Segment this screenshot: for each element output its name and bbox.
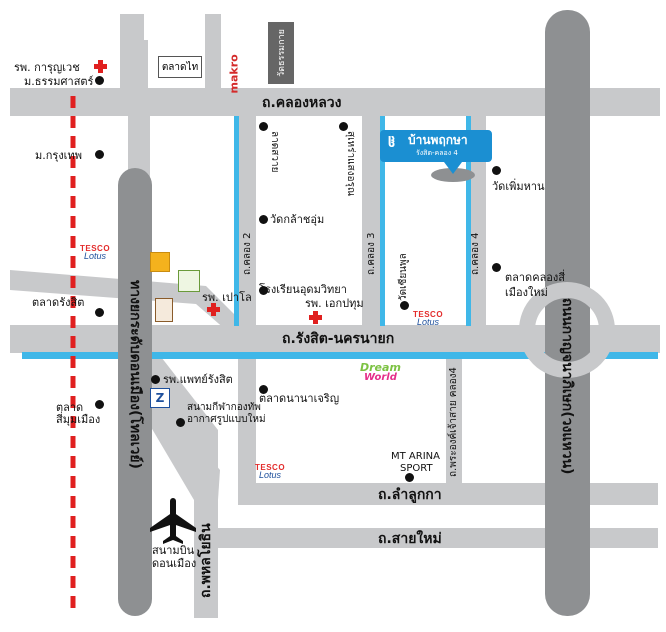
udom-school-label: โรงเรียนอุดมวิทยา: [259, 283, 347, 296]
talad-simummuang-dot: [95, 400, 104, 409]
thammasat-dot: [95, 76, 104, 85]
makro-logo: makro: [227, 54, 241, 94]
udom-school-dot: [259, 286, 268, 295]
talad-simummuang-label-line1: ตลาด: [56, 401, 84, 414]
project-pin-shadow: [431, 168, 475, 182]
lat-sawai-label: ลาดสวาย: [269, 131, 280, 173]
road-label-lam-luk-ka: ถ.ลำลูกกา: [378, 487, 442, 503]
road-label-phahonyothin: ถ.พหลโยธิน: [198, 523, 214, 598]
talad-nanacharoen-dot: [259, 385, 268, 394]
wat-sietmai-label: วัดเซียนพูล: [398, 253, 409, 301]
logo-square-z: Z: [150, 388, 170, 408]
road-label-sai-mai: ถ.สายใหม่: [378, 531, 442, 547]
mt-arina-label-line1: MT ARINA: [391, 451, 440, 462]
rph-paet-rangsit-label: รพ.แพทย์รังสิต: [163, 373, 233, 386]
wat-thammakai-label: วัดธรรมกาย: [268, 22, 294, 84]
road-top-vertical: [120, 14, 144, 94]
sakon-label: สุเหร่าแสงอรุณ: [345, 131, 356, 197]
hospital-karunvej-icon: [94, 60, 107, 73]
project-callout[interactable]: ჱ บ้านพฤกษา รังสิต-คลอง 4: [380, 130, 492, 162]
wat-phoemhan-dot: [492, 166, 501, 175]
wat-klasokum-label: วัดกล้าชอุ่ม: [270, 213, 325, 226]
road-label-vibhavadi: ทางยกระดับดอนเมือง(โทลเวย์): [127, 280, 143, 469]
talad-simummuang-label-line2: สี่มุมเมือง: [56, 413, 101, 426]
hospital-ekkachai-icon: [309, 311, 322, 324]
road-lam-luk-ka: [238, 483, 658, 505]
project-subtitle: รังสิต-คลอง 4: [416, 149, 458, 157]
dream-world-logo: Dream World: [360, 362, 401, 383]
road-label-rangsit-nakhon-nayok: ถ.รังสิต-นครนายก: [282, 331, 395, 347]
leaf-icon: ჱ: [388, 136, 396, 151]
rph-karunvej-label: รพ. การุญเวช: [14, 61, 80, 74]
logo-square-orange: [150, 252, 170, 272]
canal-rangsit: [22, 352, 658, 359]
canal-khlong-2: [234, 116, 239, 326]
rph-pao-label: รพ. เปาโล: [202, 291, 252, 304]
lat-sawai-dot: [259, 122, 268, 131]
muang-mai-label: เมืองใหม่: [505, 286, 548, 299]
thammasat-label: ม.ธรรมศาสตร์: [24, 75, 94, 88]
road-north-top: [205, 14, 221, 90]
wat-sietmai-dot: [400, 301, 409, 310]
sakon-dot: [339, 122, 348, 131]
talad-rangsit-dot: [95, 308, 104, 317]
road-phrakhru: [446, 352, 462, 484]
stadium-label-line2: อากาศรูปแบบใหม่: [187, 414, 266, 425]
mt-arina-label-line2: SPORT: [400, 463, 433, 474]
krungthep-uni-label: ม.กรุงเทพ: [35, 149, 82, 162]
talad-thai-label: ตลาดไท: [158, 56, 202, 78]
rph-ekkachai-label: รพ. เอกปทุม: [305, 297, 364, 310]
talad-khlong-si-dot: [492, 263, 501, 272]
road-label-khlong-4: ถ.คลอง 4: [470, 232, 481, 275]
project-name: บ้านพฤกษา: [408, 133, 468, 147]
krungthep-uni-dot: [95, 150, 104, 159]
mt-arina-dot: [405, 473, 414, 482]
logo-square-building: [155, 298, 173, 322]
road-diagonal-west: [135, 400, 220, 500]
dream-world-text-1: Dream: [360, 361, 401, 374]
road-khlong-3: [362, 116, 382, 326]
wat-phoemhan-label: วัดเพิ่มหาน: [492, 180, 545, 193]
project-pin-pointer: [444, 162, 462, 174]
highway-vibhavadi-tollway: [118, 168, 152, 616]
rph-paet-rangsit-dot: [151, 375, 160, 384]
road-lam-luk-ka-connector: [238, 352, 256, 504]
canal-khlong-4: [466, 116, 471, 326]
stadium-label-line1: สนามกีฬากองทัพ: [187, 402, 261, 413]
road-label-khlong-2: ถ.คลอง 2: [242, 232, 253, 275]
hospital-pao-icon: [207, 303, 220, 316]
road-sai-mai: [200, 528, 658, 548]
road-khlong-2: [236, 116, 256, 326]
talad-rangsit-label: ตลาดรังสิต: [32, 296, 85, 309]
stadium-dot: [176, 418, 185, 427]
road-label-khlong-3: ถ.คลอง 3: [366, 232, 377, 275]
logo-square-future: [178, 270, 200, 292]
road-label-kanchanaphisek: ถนนกาญจนาภิเษก(วงแหวน): [559, 298, 575, 475]
wat-klasokum-dot: [259, 215, 268, 224]
dream-world-text-2: World: [364, 372, 397, 383]
talad-khlong-si-label: ตลาดคลองสี่: [505, 271, 565, 284]
talad-nanacharoen-label: ตลาดนานาเจริญ: [259, 392, 340, 405]
road-label-khlong-luang: ถ.คลองหลวง: [262, 95, 342, 111]
road-label-phrakhru: ถ.พระองค์เจ้าสาย คลอง4: [448, 367, 459, 477]
roundabout: [519, 282, 615, 378]
donmueang-label-line2: ดอนเมือง: [152, 557, 197, 570]
airplane-icon: [150, 498, 196, 544]
donmueang-label-line1: สนามบิน: [152, 544, 195, 557]
canal-khlong-3: [380, 116, 385, 326]
highway-kanchanaphisek: [545, 10, 590, 616]
